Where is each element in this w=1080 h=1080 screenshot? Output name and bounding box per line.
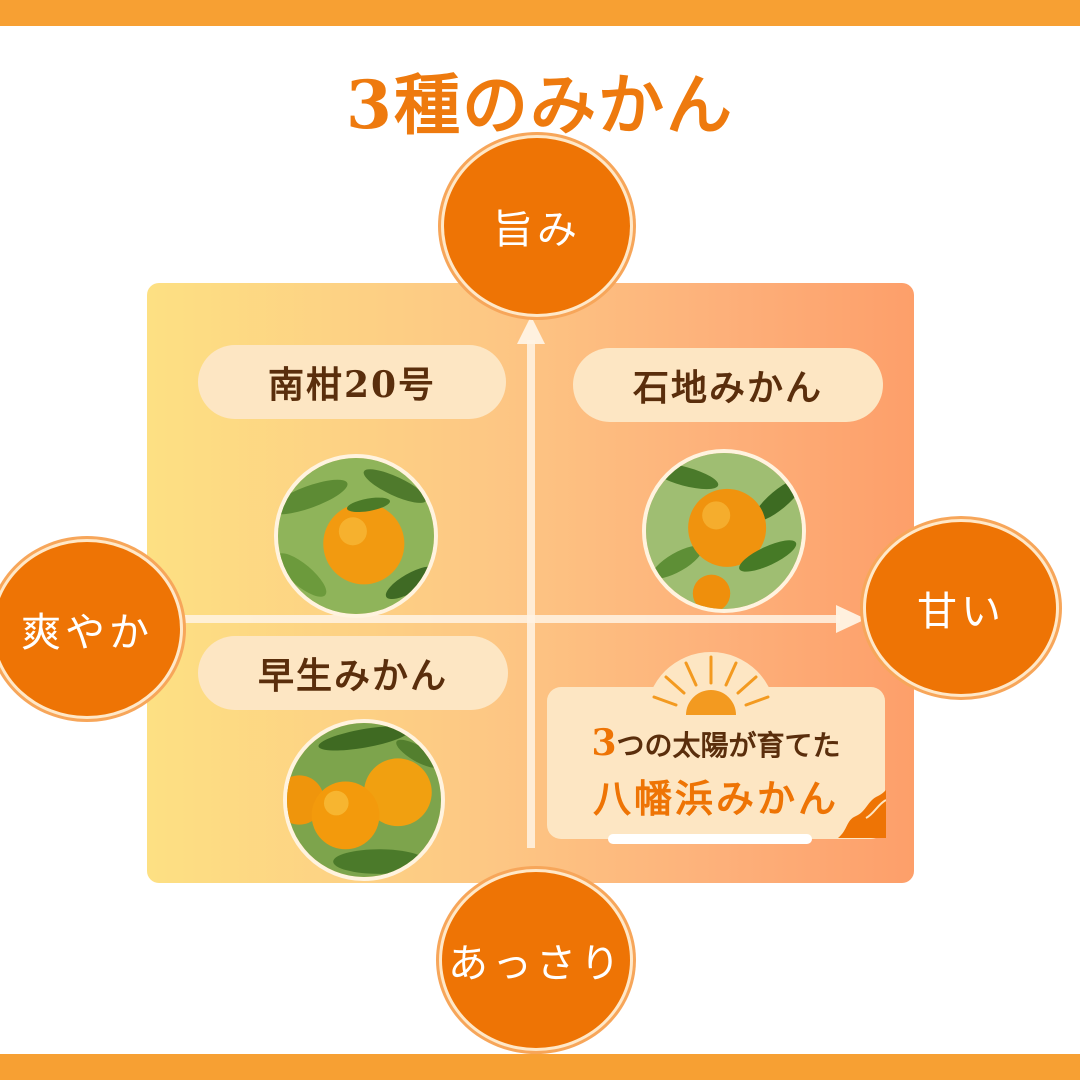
badge-brand-name: 八幡浜みかん	[592, 776, 839, 821]
sun-icon	[646, 652, 776, 717]
bottom-band	[0, 1054, 1080, 1080]
badge-subtitle: 3つの太陽が育てた	[547, 722, 885, 764]
axis-label-right: 甘い	[866, 522, 1056, 694]
wave-corner-decoration	[838, 790, 886, 838]
variety-label-nankan: 南柑20号	[198, 345, 506, 419]
top-band	[0, 0, 1080, 26]
nankan-mikan-photo	[274, 454, 438, 618]
ishiji-mikan-photo	[642, 449, 806, 613]
variety-label-ishiji: 石地みかん	[573, 348, 883, 422]
page-title: 3種のみかん	[346, 66, 734, 144]
axis-label-top: 旨み	[444, 138, 630, 314]
badge-number: 3	[591, 722, 617, 764]
variety-label-wase: 早生みかん	[198, 636, 508, 710]
axis-label-bottom: あっさり	[442, 872, 630, 1048]
wase-mikan-photo	[283, 719, 445, 881]
badge-subtitle-text: つの太陽が育てた	[616, 729, 841, 762]
axis-label-left: 爽やか	[0, 542, 180, 716]
badge-underline	[608, 834, 812, 844]
